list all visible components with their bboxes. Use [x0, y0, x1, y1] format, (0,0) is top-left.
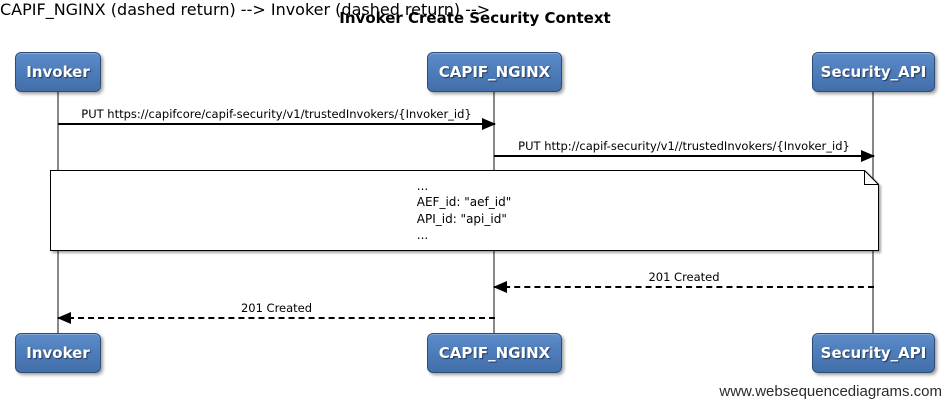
message-label: 201 Created	[648, 270, 720, 284]
message-label: PUT http://capif-security/v1//trustedInv…	[518, 139, 850, 153]
note-line: ...	[416, 228, 429, 242]
participant-label: CAPIF_NGINX	[438, 63, 551, 81]
note-box	[50, 170, 879, 251]
participant-invoker-top: Invoker	[15, 52, 101, 92]
participant-invoker-bottom: Invoker	[15, 333, 101, 373]
message-label: PUT https://capifcore/capif-security/v1/…	[81, 107, 472, 121]
participant-label: Security_API	[820, 344, 927, 362]
message-201-created-to-invoker: 201 Created	[57, 301, 495, 324]
note-line: ...	[416, 178, 429, 193]
note-line: API_id: "api_id"	[416, 211, 507, 226]
message-line	[57, 312, 495, 324]
message-put-trusted-invokers-to-security-api: PUT http://capif-security/v1//trustedInv…	[494, 139, 875, 162]
message-line	[493, 281, 874, 293]
watermark-text: www.websequencediagrams.com	[719, 383, 942, 400]
participant-label: Security_API	[820, 63, 927, 81]
message-label: 201 Created	[240, 301, 313, 315]
participant-capif-nginx-bottom: CAPIF_NGINX	[427, 333, 562, 373]
participant-label: CAPIF_NGINX	[438, 344, 551, 362]
participant-capif-nginx-top: CAPIF_NGINX	[427, 52, 562, 92]
arrowhead-left-icon	[57, 312, 71, 324]
participant-label: Invoker	[26, 344, 90, 362]
message-line	[494, 150, 875, 162]
note-line: AEF_id: "aef_id"	[416, 195, 512, 209]
message-put-trusted-invokers-to-capif: PUT https://capifcore/capif-security/v1/…	[58, 107, 496, 130]
arrowhead-right-icon	[861, 150, 875, 162]
note-outline	[50, 170, 879, 251]
participant-label: Invoker	[26, 63, 90, 81]
message-201-created-to-capif: 201 Created	[493, 270, 874, 293]
participant-security-api-top: Security_API	[812, 52, 935, 92]
message-line	[58, 118, 496, 130]
arrowhead-right-icon	[482, 118, 496, 130]
diagram-title: Invoker Create Security Context	[339, 9, 611, 27]
note-fold-corner	[864, 170, 879, 185]
participant-security-api-bottom: Security_API	[812, 333, 935, 373]
note-text: ... AEF_id: "aef_id" API_id: "api_id" ..…	[50, 170, 878, 251]
arrowhead-left-icon	[493, 281, 507, 293]
